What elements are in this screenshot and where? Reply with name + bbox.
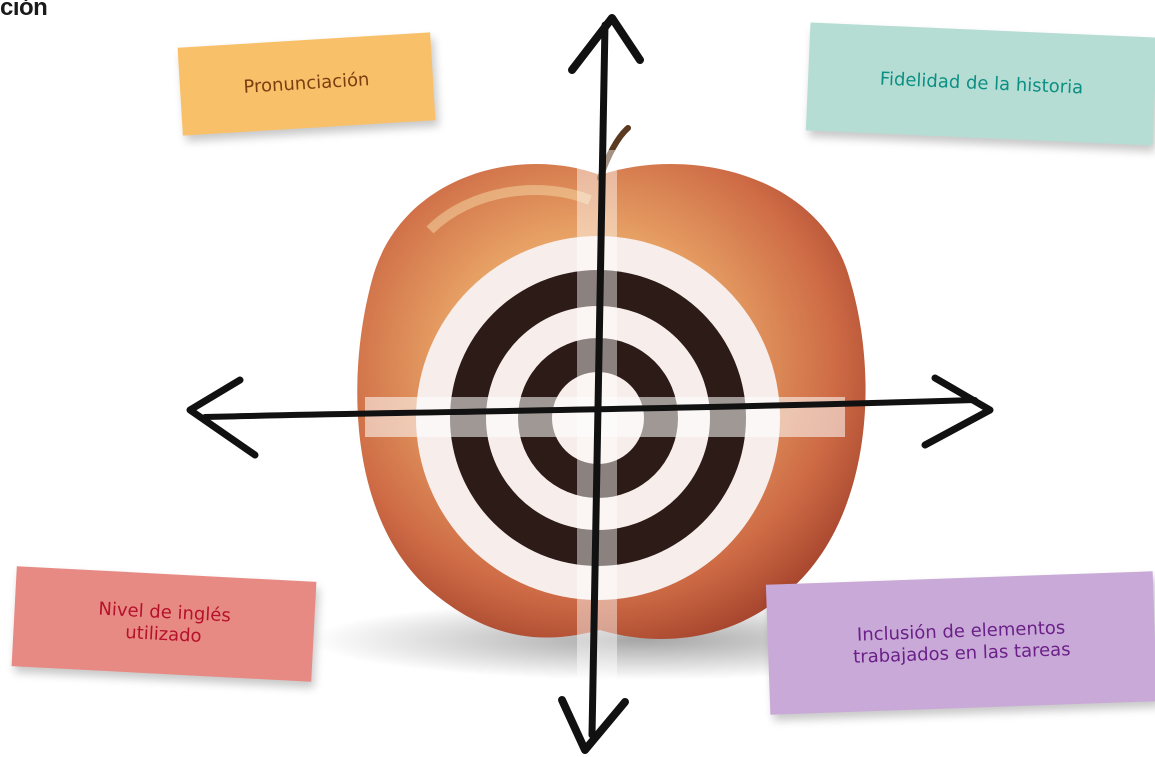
- sticky-note-label: Pronunciación: [242, 69, 371, 98]
- sticky-note-label: Nivel de inglés utilizado: [97, 598, 232, 647]
- sticky-note-pronunciacion: Pronunciación: [177, 32, 436, 136]
- sticky-note-fidelidad: Fidelidad de la historia: [805, 22, 1155, 146]
- sticky-note-inclusion: Inclusión de elementos trabajados en las…: [765, 571, 1155, 715]
- sticky-note-label: Inclusión de elementos trabajados en las…: [852, 617, 1071, 668]
- sticky-note-label: Fidelidad de la historia: [879, 68, 1084, 99]
- sticky-note-nivel-ingles: Nivel de inglés utilizado: [11, 566, 317, 682]
- page-title-fragment: ción: [0, 0, 48, 21]
- crosshair-arrows-icon: [186, 14, 994, 754]
